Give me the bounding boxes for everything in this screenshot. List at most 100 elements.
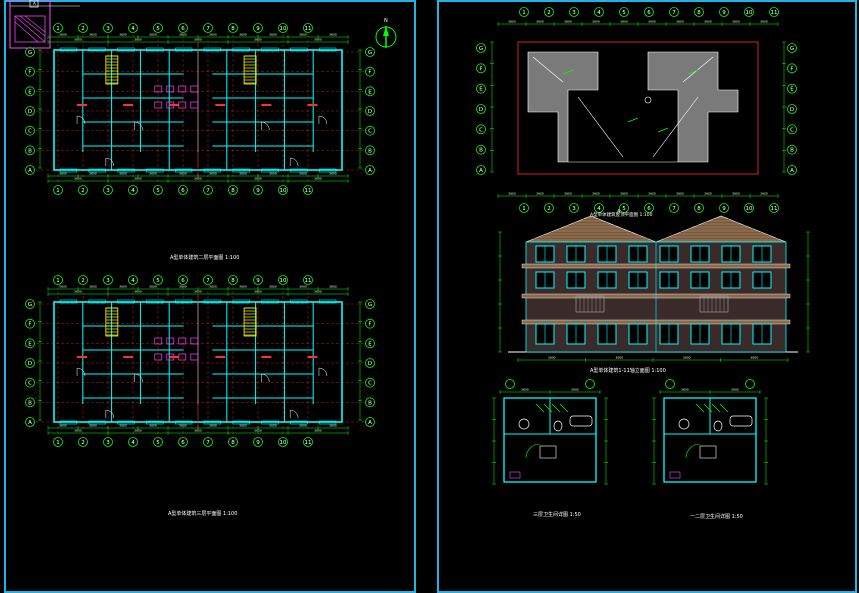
plan2f-stair-2 <box>243 55 257 85</box>
roof-axis-top-4-label: 4 <box>597 10 601 16</box>
svg-text:3600: 3600 <box>571 388 579 392</box>
roof-axis-right-B-label: B <box>790 148 794 154</box>
roof-axis-bottom-8-label: 8 <box>697 206 701 212</box>
detail-3f-axis-a <box>505 379 515 389</box>
svg-text:3600: 3600 <box>620 192 628 196</box>
plan3f-axis-top-9-label: 9 <box>256 278 260 284</box>
plan3f-axis-top-10 <box>278 275 288 285</box>
svg-text:3600: 3600 <box>89 33 97 37</box>
elevation-label: A <box>617 209 621 215</box>
plan2f-axis-left-F-label: F <box>28 70 31 76</box>
plan2f-axis-bottom-6 <box>178 185 188 195</box>
plan3f-axis-right-A <box>365 417 375 427</box>
svg-text:3600: 3600 <box>239 172 247 176</box>
plan3f-axis-bottom-9 <box>253 437 263 447</box>
plan3f-axis-left-B <box>25 397 35 408</box>
roof-surface <box>527 51 739 163</box>
plan3f-axis-bottom-7-label: 7 <box>206 440 210 446</box>
plan2f-axis-top-8-label: 8 <box>231 26 235 32</box>
svg-text:3600: 3600 <box>239 33 247 37</box>
plan2f-axis-right-C <box>365 125 375 136</box>
roof-axis-top-2-label: 2 <box>547 10 551 16</box>
svg-text:3600: 3600 <box>732 192 740 196</box>
plan3f-axis-left-A-label: A <box>28 420 32 426</box>
roof-axis-bottom-1-label: 1 <box>522 206 526 212</box>
plan3f-stair-1 <box>105 307 119 337</box>
detail-3f-caption: 三层卫生间详图 1:50 <box>533 512 581 518</box>
svg-text:3600: 3600 <box>119 33 127 37</box>
roof-axis-top-7-label: 7 <box>672 10 676 16</box>
plan2f-axis-top-2 <box>78 23 88 33</box>
plan2f-axis-bottom-9 <box>253 185 263 195</box>
svg-text:3600: 3600 <box>134 38 142 42</box>
plan3f-axis-right-G-label: G <box>368 302 372 308</box>
plan2f-axis-top-9 <box>253 23 263 33</box>
plan3f-axis-bottom-2-label: 2 <box>81 440 85 446</box>
svg-text:3600: 3600 <box>269 172 277 176</box>
plan2f-axis-top-7-label: 7 <box>206 26 210 32</box>
svg-text:3600: 3600 <box>508 20 516 24</box>
roof-axis-left-D <box>476 104 486 114</box>
svg-text:3600: 3600 <box>119 285 127 289</box>
plan2f-axis-left-C <box>25 125 35 136</box>
detail-3f-axis-b <box>585 379 595 389</box>
roof-axis-left-B <box>476 144 486 155</box>
plan2f-axis-bottom-10-label: 10 <box>280 188 287 194</box>
svg-text:3600: 3600 <box>299 172 307 176</box>
plan3f-axis-left-F <box>25 318 35 329</box>
plan3f-axis-top-8-label: 8 <box>231 278 235 284</box>
roof-axis-left-B-label: B <box>479 148 483 154</box>
plan2f-axis-left-A-label: A <box>28 168 32 174</box>
roof-axis-bottom-5-label: 5 <box>622 206 626 212</box>
plan2f-axis-left-F <box>25 66 35 77</box>
roof-axis-top-5 <box>619 7 629 17</box>
svg-text:3600: 3600 <box>74 429 82 433</box>
roof-axis-top-2 <box>544 7 554 17</box>
svg-text:3600: 3600 <box>329 33 337 37</box>
title-block-label: A <box>33 1 36 6</box>
plan2f-axis-bottom-2-label: 2 <box>81 188 85 194</box>
svg-text:3600: 3600 <box>254 290 262 294</box>
plan2f-axis-bottom-4-label: 4 <box>131 188 135 194</box>
roof-axis-top-6 <box>644 7 654 17</box>
svg-text:3600: 3600 <box>299 285 307 289</box>
plan3f-axis-left-A <box>25 417 35 427</box>
detail-12f-caption: 一二层卫生间详图 1:50 <box>690 514 743 520</box>
svg-text:3600: 3600 <box>149 33 157 37</box>
plan2f-axis-left-D-label: D <box>28 109 32 115</box>
svg-text:3600: 3600 <box>59 285 67 289</box>
svg-text:3600: 3600 <box>592 20 600 24</box>
plan2f-axis-left-G <box>25 47 35 57</box>
plan2f-axis-right-F <box>365 66 375 77</box>
plan2f-axis-left-D <box>25 106 35 116</box>
roof-axis-left-E <box>476 83 486 94</box>
detail-12f-axis-b <box>745 379 755 389</box>
roof-axis-top-3-label: 3 <box>572 10 576 16</box>
plan3f-axis-top-3-label: 3 <box>106 278 110 284</box>
plan2f-axis-right-B <box>365 145 375 156</box>
roof-axis-left-A-label: A <box>479 168 483 174</box>
svg-text:3600: 3600 <box>179 172 187 176</box>
svg-text:3600: 3600 <box>179 285 187 289</box>
plan3f-axis-top-11-label: 11 <box>305 278 312 284</box>
plan3f-axis-left-D-label: D <box>28 361 32 367</box>
plan2f-axis-top-3-label: 3 <box>106 26 110 32</box>
roof-axis-bottom-10-label: 10 <box>746 206 753 212</box>
plan2f-axis-right-E-label: E <box>368 89 372 95</box>
roof-axis-top-11-label: 11 <box>771 10 778 16</box>
roof-axis-bottom-7-label: 7 <box>672 206 676 212</box>
svg-text:3600: 3600 <box>119 424 127 428</box>
svg-text:3600: 3600 <box>89 172 97 176</box>
plan2f-axis-top-6 <box>178 23 188 33</box>
svg-text:3600: 3600 <box>194 177 202 181</box>
plan3f-axis-bottom-3 <box>103 437 113 447</box>
plan3f-axis-top-6-label: 6 <box>181 278 185 284</box>
plan3f-axis-bottom-4 <box>128 437 138 447</box>
plan3f-axis-top-4 <box>128 275 138 285</box>
roof-axis-top-11 <box>769 7 779 17</box>
roof-axis-bottom-9-label: 9 <box>722 206 726 212</box>
plan2f-axis-bottom-1 <box>53 185 63 195</box>
